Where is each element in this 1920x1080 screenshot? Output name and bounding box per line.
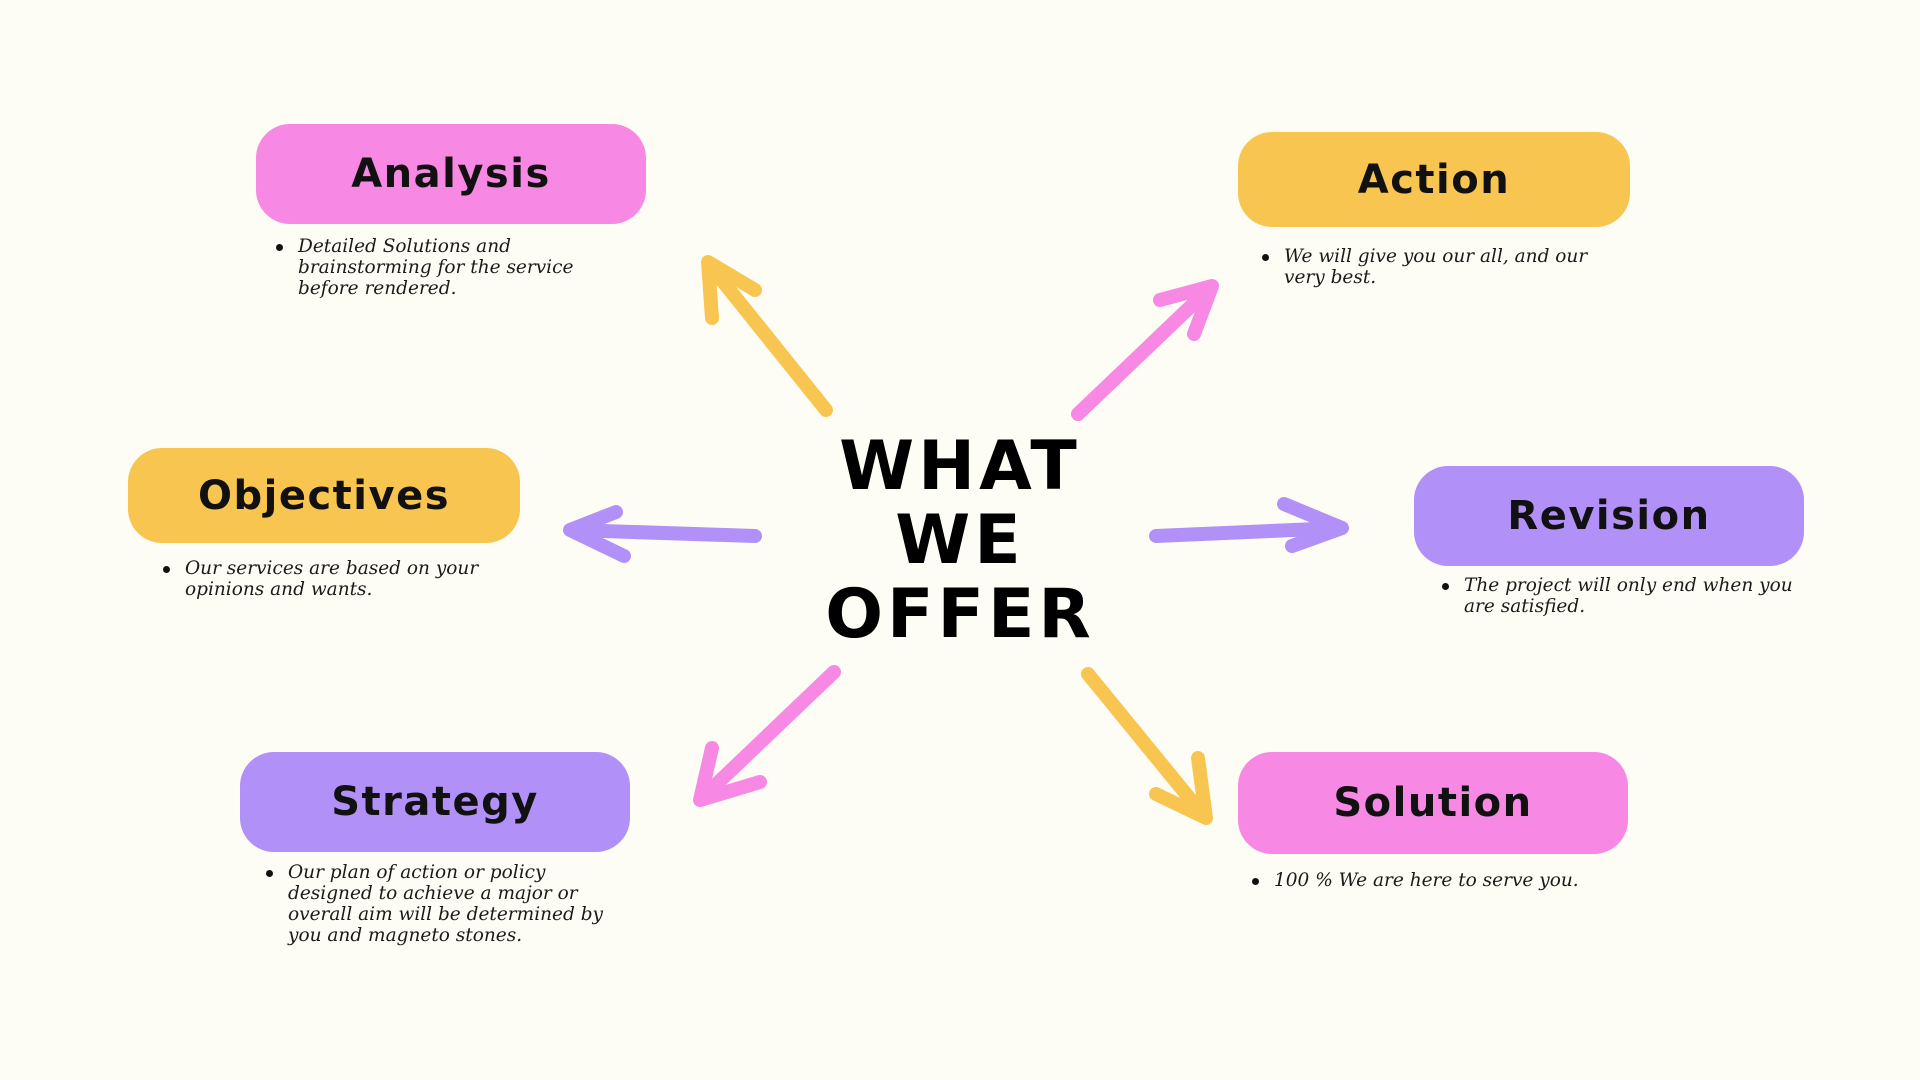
arrow-to-objectives bbox=[563, 505, 762, 563]
strategy-description-item: Our plan of action or policy designed to… bbox=[266, 862, 606, 946]
strategy-description: Our plan of action or policy designed to… bbox=[266, 862, 606, 946]
solution-description-item: 100 % We are here to serve you. bbox=[1252, 870, 1652, 891]
arrow-to-analysis bbox=[701, 255, 833, 417]
action-description: We will give you our all, and our very b… bbox=[1262, 246, 1592, 288]
arrow-to-analysis-head bbox=[701, 255, 762, 325]
center-title-line-3: OFFER bbox=[825, 575, 1095, 654]
center-title: WHAT WE OFFER bbox=[800, 430, 1120, 652]
arrow-to-revision-shaft bbox=[1149, 521, 1347, 543]
arrow-to-action-shaft bbox=[1071, 281, 1217, 421]
arrow-to-objectives-head bbox=[563, 505, 631, 563]
arrow-to-strategy bbox=[693, 665, 841, 807]
action-label: Action bbox=[1357, 156, 1511, 203]
arrow-to-analysis-shaft bbox=[705, 261, 833, 417]
center-title-line-1: WHAT bbox=[839, 427, 1081, 506]
strategy-label: Strategy bbox=[331, 779, 539, 825]
objectives-description: Our services are based on your opinions … bbox=[163, 558, 493, 600]
revision-description: The project will only end when you are s… bbox=[1442, 575, 1812, 617]
arrow-to-solution bbox=[1081, 667, 1213, 825]
solution-node: Solution bbox=[1238, 752, 1628, 854]
arrow-to-strategy-head bbox=[693, 741, 767, 807]
center-title-line-2: WE bbox=[895, 501, 1025, 580]
arrow-to-objectives-shaft bbox=[565, 523, 762, 543]
action-description-item: We will give you our all, and our very b… bbox=[1262, 246, 1592, 288]
arrow-to-solution-head bbox=[1149, 751, 1213, 825]
analysis-description-item: Detailed Solutions and brainstorming for… bbox=[276, 236, 606, 299]
arrow-to-revision bbox=[1149, 497, 1349, 553]
solution-description: 100 % We are here to serve you. bbox=[1252, 870, 1652, 891]
objectives-description-item: Our services are based on your opinions … bbox=[163, 558, 493, 600]
revision-label: Revision bbox=[1507, 493, 1711, 539]
analysis-label: Analysis bbox=[351, 151, 551, 197]
strategy-node: Strategy bbox=[240, 752, 630, 852]
revision-description-item: The project will only end when you are s… bbox=[1442, 575, 1812, 617]
analysis-node: Analysis bbox=[256, 124, 646, 224]
arrow-to-revision-head bbox=[1277, 497, 1349, 553]
revision-node: Revision bbox=[1414, 466, 1804, 566]
analysis-description: Detailed Solutions and brainstorming for… bbox=[276, 236, 606, 299]
arrow-to-action-head bbox=[1153, 279, 1219, 341]
arrow-to-solution-shaft bbox=[1081, 667, 1211, 823]
action-node: Action bbox=[1238, 132, 1630, 227]
arrow-to-action bbox=[1071, 279, 1219, 421]
solution-label: Solution bbox=[1333, 780, 1533, 826]
arrow-to-strategy-shaft bbox=[695, 665, 841, 805]
objectives-label: Objectives bbox=[197, 472, 451, 519]
objectives-node: Objectives bbox=[128, 448, 520, 543]
